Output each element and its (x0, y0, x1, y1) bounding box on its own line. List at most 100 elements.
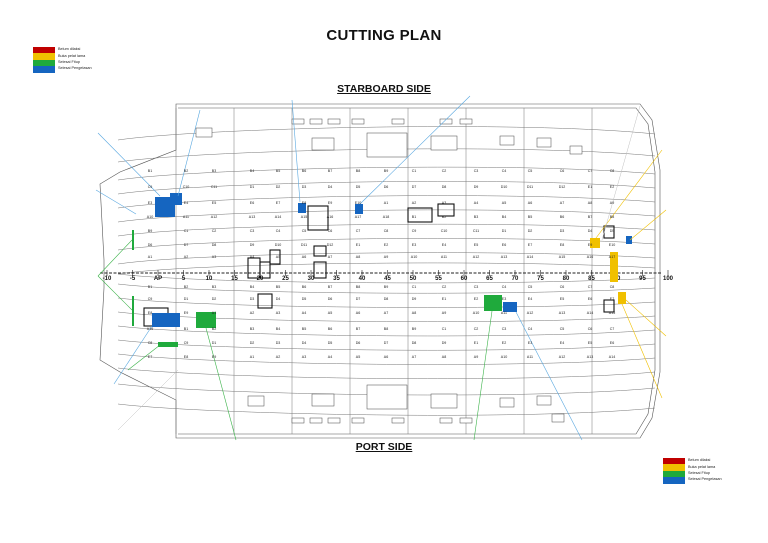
block-label: C5 (560, 327, 565, 331)
block-label: A7 (412, 355, 416, 359)
block-label: C4 (502, 285, 507, 289)
frame-tick-label: 10 (206, 276, 213, 282)
leader-lines-green (97, 239, 493, 441)
bold-block (269, 249, 281, 265)
status-block-green (132, 296, 134, 326)
legend-item: Buka pelat lama (33, 53, 92, 60)
block-label: E3 (148, 201, 152, 205)
block-label: D11 (527, 185, 533, 189)
status-block-blue (503, 302, 517, 312)
deck-fitting (309, 118, 323, 125)
block-label: E4 (442, 243, 446, 247)
frame-tick-label: AP (154, 276, 162, 282)
block-label: D6 (384, 185, 389, 189)
block-label: D4 (302, 341, 307, 345)
block-label: B7 (356, 327, 360, 331)
block-label: E6 (588, 297, 592, 301)
block-label: E5 (474, 243, 478, 247)
block-label: B1 (148, 285, 152, 289)
deck-fitting (366, 132, 408, 158)
status-block-green (132, 230, 134, 250)
block-label: C8 (148, 341, 153, 345)
block-label: A15 (301, 215, 307, 219)
block-label: A9 (384, 255, 388, 259)
block-label: C5 (528, 285, 533, 289)
seam-starboard (117, 238, 656, 251)
seam-starboard (117, 223, 656, 237)
deck-fitting (311, 393, 335, 407)
block-label: B7 (328, 285, 332, 289)
status-block-blue (152, 313, 180, 327)
bold-block (313, 245, 327, 257)
leader-line (291, 99, 301, 203)
block-label: E5 (212, 201, 216, 205)
block-label: A14 (609, 355, 615, 359)
block-label: C5 (302, 229, 307, 233)
block-label: B9 (148, 229, 152, 233)
leader-line (629, 209, 667, 241)
block-label: A11 (441, 255, 447, 259)
legend-item: Buka pelat lama (663, 464, 722, 471)
block-label: A9 (610, 201, 614, 205)
block-label: A1 (148, 255, 152, 259)
block-label: A16 (147, 327, 153, 331)
block-label: C1 (412, 169, 417, 173)
legend-label: Belum dilaksi (688, 458, 711, 463)
block-label: C7 (610, 327, 615, 331)
block-label: E1 (442, 297, 446, 301)
block-label: E1 (356, 243, 360, 247)
leader-line (625, 299, 667, 337)
block-label: A3 (442, 201, 446, 205)
block-label: A6 (356, 311, 360, 315)
block-label: E6 (610, 341, 614, 345)
legend-bottom-right: Belum dilaksi Buka pelat lama Selesai Fi… (663, 458, 722, 484)
block-label: A13 (249, 215, 255, 219)
leader-line (473, 310, 493, 441)
block-label: E6 (502, 243, 506, 247)
block-label: D3 (302, 185, 307, 189)
block-label: B3 (474, 215, 478, 219)
frame-tick-label: 85 (588, 276, 595, 282)
page-title: CUTTING PLAN (326, 27, 442, 44)
status-block-yellow (610, 252, 618, 282)
block-label: B5 (302, 327, 306, 331)
frame-tick-label: 50 (410, 276, 417, 282)
block-label: E7 (276, 201, 280, 205)
block-label: B5 (276, 285, 280, 289)
block-label: E10 (609, 243, 615, 247)
block-label: E7 (528, 243, 532, 247)
block-label: A14 (587, 311, 593, 315)
leader-line (95, 189, 137, 215)
deck-fitting (351, 118, 365, 125)
block-label: C10 (441, 229, 448, 233)
block-label: A5 (276, 255, 280, 259)
seam-port (117, 383, 656, 396)
block-label: A7 (384, 311, 388, 315)
deck-fitting (499, 135, 515, 146)
bold-block (437, 203, 455, 217)
block-label: C1 (184, 229, 189, 233)
block-label: E2 (474, 297, 478, 301)
leader-lines-blue (95, 95, 583, 441)
leader-line (97, 132, 161, 197)
block-label: C9 (148, 185, 153, 189)
block-label: B4 (276, 327, 280, 331)
frame-tick-label: 45 (384, 276, 391, 282)
legend-label: Buka pelat lama (688, 464, 716, 469)
block-label: C9 (412, 229, 417, 233)
block-label: C10 (183, 185, 190, 189)
frame-tick-label: 65 (486, 276, 493, 282)
block-label: C11 (473, 229, 479, 233)
block-label: B4 (502, 215, 506, 219)
bold-block (257, 293, 273, 309)
block-label: B2 (442, 215, 446, 219)
legend-swatch-blue (663, 477, 685, 484)
seam-port (117, 273, 656, 284)
block-label: A7 (560, 201, 564, 205)
block-label: C6 (328, 229, 333, 233)
block-label: E3 (528, 341, 532, 345)
block-label: B2 (212, 327, 216, 331)
block-label: A2 (250, 311, 254, 315)
legend-label: Selesai Pengelasan (58, 66, 92, 71)
